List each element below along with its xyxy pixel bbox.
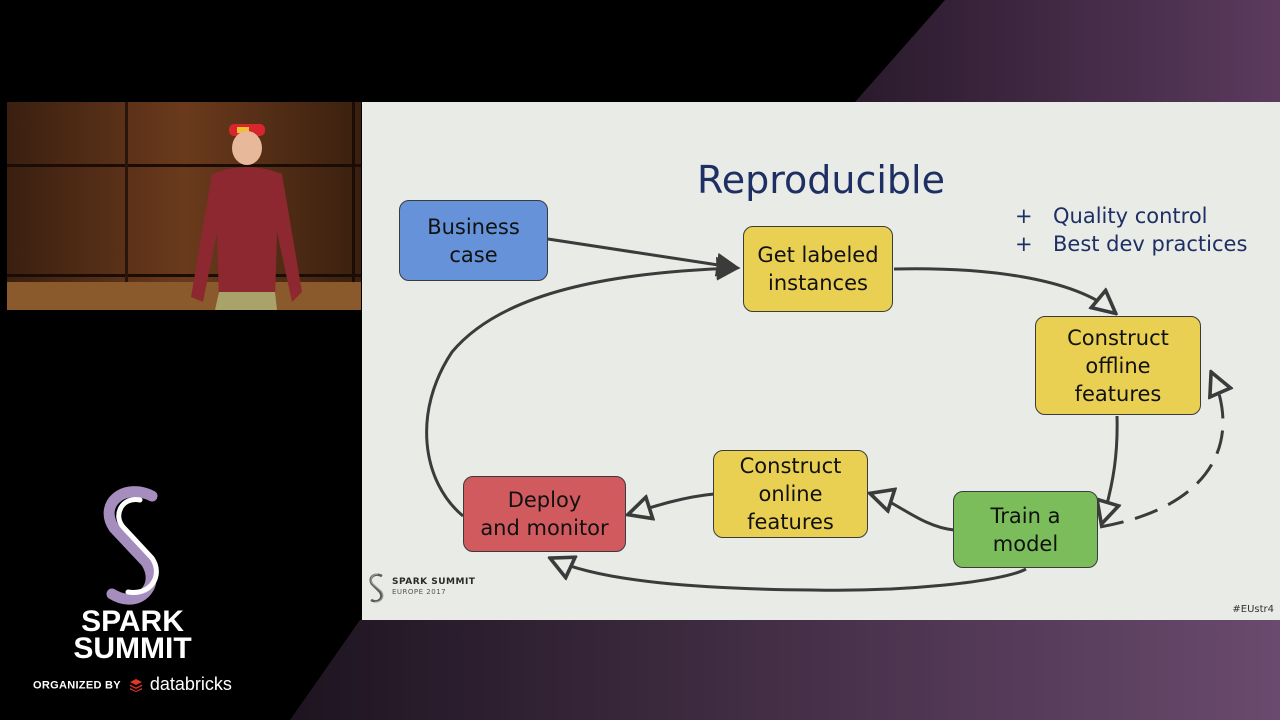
bullet-text: Best dev practices [1053, 232, 1248, 256]
workflow-connectors [425, 237, 1280, 592]
node-train-a-model: Train a model [953, 491, 1098, 568]
presentation-slide: Reproducible + Quality control + Best dev … [362, 102, 1280, 620]
bullet-text: Quality control [1053, 204, 1208, 228]
bullet-item: + Best dev practices [1015, 230, 1247, 258]
bullet-list: + Quality control + Best dev practices [1015, 202, 1247, 258]
organizer-name: databricks [149, 674, 232, 694]
presenter-image-icon [7, 102, 361, 310]
spark-summit-logo-icon [103, 486, 159, 605]
organizer-credit: ORGANIZED BY databricks [33, 674, 243, 695]
edge-online-to-deploy [630, 492, 715, 514]
plus-icon: + [1015, 232, 1033, 256]
presenter-video-feed [7, 102, 361, 310]
edge-labeled-to-offline [893, 267, 1114, 312]
edge-train-to-offline-dashed [1099, 374, 1223, 529]
edge-business-to-labeled [547, 237, 741, 277]
edge-train-to-deploy [552, 559, 1027, 592]
event-name: SPARK SUMMIT [60, 605, 205, 665]
slide-footer-logo: SPARK SUMMIT EUROPE 2017 [366, 572, 475, 606]
spark-summit-small-logo-icon [369, 573, 384, 603]
node-business-case: Business case [399, 200, 548, 281]
event-name-line1: SPARK [81, 605, 184, 638]
edge-offline-to-train [1102, 415, 1117, 522]
footer-logo-line1: SPARK SUMMIT [392, 577, 476, 587]
organized-by-label: ORGANIZED BY [33, 679, 121, 692]
plus-icon: + [1015, 204, 1033, 228]
footer-logo-line2: EUROPE 2017 [392, 588, 447, 596]
node-deploy-and-monitor: Deploy and monitor [463, 476, 626, 552]
bullet-item: + Quality control [1015, 202, 1247, 230]
node-get-labeled-instances: Get labeled instances [743, 226, 893, 312]
event-name-line2: SUMMIT [73, 632, 192, 665]
node-construct-offline-features: Construct offline features [1035, 316, 1201, 415]
edge-deploy-to-labeled [425, 256, 741, 518]
databricks-logo-icon [130, 678, 143, 692]
slide-hashtag: #EUstr4 [1232, 604, 1274, 615]
slide-title: Reproducible [697, 158, 945, 202]
node-construct-online-features: Construct online features [713, 450, 868, 538]
edge-train-to-online [872, 494, 955, 532]
